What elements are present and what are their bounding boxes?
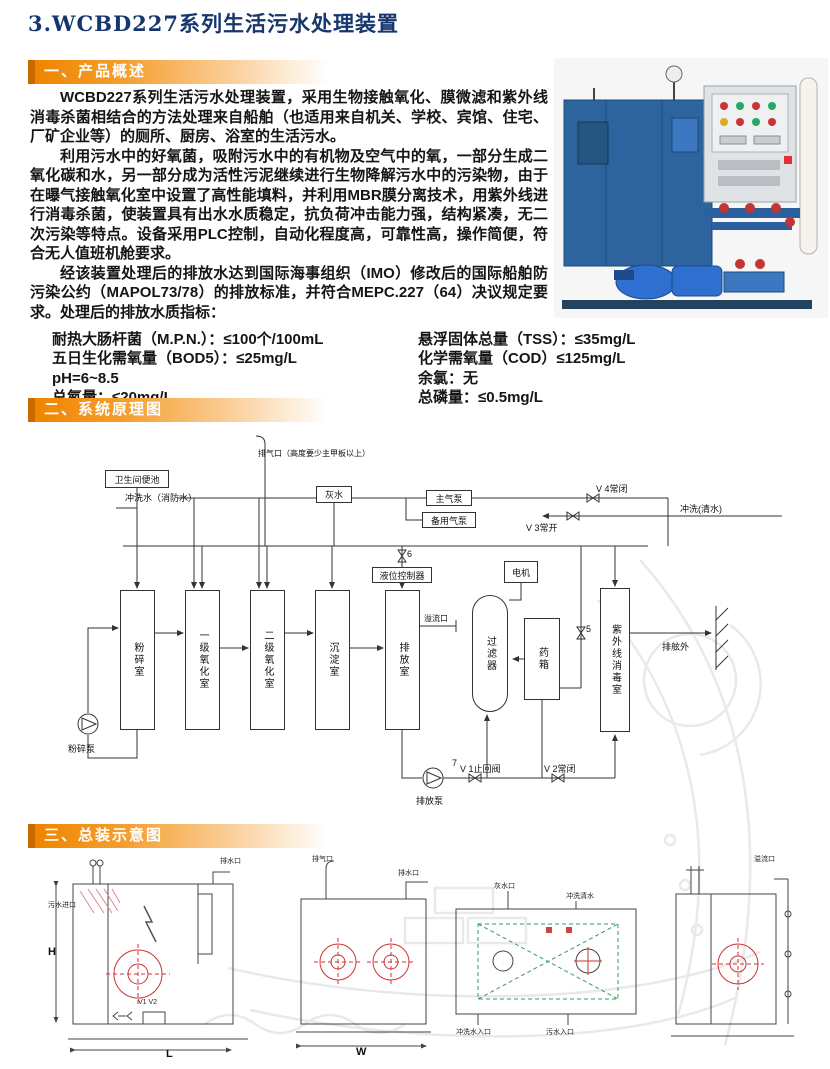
spec-ph: pH=6~8.5 xyxy=(52,369,119,387)
section2-header-banner: 二、系统原理图 xyxy=(28,398,800,422)
product-photo-graphic xyxy=(554,58,828,318)
level-controller-box: 液位控制器 xyxy=(372,567,432,583)
chamber-discharge-label: 排放室 xyxy=(397,642,408,678)
chamber-discharge: 排放室 xyxy=(385,590,420,730)
toilet-box: 卫生间便池 xyxy=(105,470,169,488)
valve1-label: V 1止回阀 xyxy=(460,764,501,774)
chamber-sedimentation-label: 沉淀室 xyxy=(327,642,338,678)
valve3-label: V 3常开 xyxy=(526,523,558,533)
main-air-pump-box: 主气泵 xyxy=(426,490,472,506)
dimension-l: L xyxy=(166,1048,173,1060)
product-photo xyxy=(554,58,828,318)
assembly-drawings: 排水口 污水进口 V1 V2 H L xyxy=(28,854,802,1064)
d1-outlet-label: 排水口 xyxy=(220,858,241,865)
dimension-w: W xyxy=(356,1046,367,1058)
d3-flush-inlet-label: 冲洗水入口 xyxy=(456,1029,491,1036)
chamber-crushing-label: 粉碎室 xyxy=(132,642,143,678)
assembly-end-view: 溢流口 xyxy=(656,854,802,1061)
backup-air-pump-label: 备用气泵 xyxy=(430,515,467,526)
spec-cod: 化学需氧量（COD）≤125mg/L xyxy=(418,350,626,368)
flush-clean-label: 冲洗(清水) xyxy=(680,504,722,514)
diagram-lines xyxy=(77,435,782,789)
flush-fire-water-label: 冲洗水（消防水） xyxy=(125,493,198,503)
motor-label: 电机 xyxy=(511,567,530,578)
assembly-top-view-lines xyxy=(455,891,637,1025)
medicine-box-label: 药箱 xyxy=(536,647,548,671)
chamber-oxidation-1: 一级氧化室 xyxy=(185,590,220,730)
gray-water-box: 灰水 xyxy=(316,486,352,503)
main-air-pump-label: 主气泵 xyxy=(435,493,463,504)
tag5-label: 5 xyxy=(586,624,592,634)
tag6-label: 6 xyxy=(407,549,413,559)
chamber-sedimentation: 沉淀室 xyxy=(315,590,350,730)
valve4-label: V 4常闭 xyxy=(596,484,628,494)
section1-title: 一、产品概述 xyxy=(44,63,147,80)
backup-air-pump-box: 备用气泵 xyxy=(422,512,476,528)
medicine-box: 药箱 xyxy=(524,618,560,700)
gray-water-label: 灰水 xyxy=(324,490,343,500)
page-title: 3.WCBD227系列生活污水处理装置 xyxy=(28,11,400,36)
section3-title: 三、总装示意图 xyxy=(44,827,164,844)
level-controller-label: 液位控制器 xyxy=(379,570,425,581)
assembly-top-view: 灰水口 冲洗清水 冲洗水入口 污水入口 xyxy=(448,879,643,1039)
d2-vent-label: 排气口 xyxy=(312,856,333,863)
spec-list-left: 耐热大肠杆菌（M.P.N.）：≤100个/100mL 五日生化需氧量（BOD5）… xyxy=(52,330,412,408)
assembly-front-view: 排气口 排水口 W xyxy=(276,854,446,1061)
overboard-label: 排舷外 xyxy=(662,642,690,652)
spec-mpn: 耐热大肠杆菌（M.P.N.）：≤100个/100mL xyxy=(52,331,324,348)
chamber-oxidation-2: 二级氧化室 xyxy=(250,590,285,730)
chamber-crushing: 粉碎室 xyxy=(120,590,155,730)
discharge-pump-label: 排放泵 xyxy=(416,796,444,806)
crush-pump-label: 粉碎泵 xyxy=(68,744,96,754)
uv-chamber-label: 紫外线消毒室 xyxy=(609,624,621,696)
section2-title: 二、系统原理图 xyxy=(44,401,164,418)
tag7-label: 7 xyxy=(452,758,458,768)
assembly-side-view: 排水口 污水进口 V1 V2 H L xyxy=(48,854,263,1061)
uv-disinfection-chamber: 紫外线消毒室 xyxy=(600,588,630,732)
d3-flush-label: 冲洗清水 xyxy=(566,893,594,900)
paragraph-3: 经该装置处理后的排放水达到国际海事组织（IMO）修改后的国际船舶防污染公约（MA… xyxy=(30,264,548,321)
toilet-label: 卫生间便池 xyxy=(114,474,160,485)
d1-inlet-label: 污水进口 xyxy=(48,902,76,909)
section3-header-banner: 三、总装示意图 xyxy=(28,824,800,848)
vent-note-label: 排气口（高度要少主甲板以上） xyxy=(258,449,370,458)
spec-chlorine: 余氯：无 xyxy=(418,369,479,387)
dimension-h: H xyxy=(48,946,56,958)
chamber-oxidation-1-label: 一级氧化室 xyxy=(197,630,208,690)
assembly-side-view-lines xyxy=(53,859,248,1053)
d2-outlet-label: 排水口 xyxy=(398,870,419,877)
spec-list-right: 悬浮固体总量（TSS）：≤35mg/L 化学需氧量（COD）≤125mg/L 余… xyxy=(418,330,808,408)
d3-graywater-label: 灰水口 xyxy=(494,883,515,890)
assembly-front-view-lines xyxy=(296,860,431,1049)
overview-text: WCBD227系列生活污水处理装置，采用生物接触氧化、膜微滤和紫外线消毒杀菌相结… xyxy=(30,88,548,322)
paragraph-2: 利用污水中的好氧菌，吸附污水中的有机物及空气中的氧，一部分生成二氧化碳和水，另一… xyxy=(30,147,548,263)
spec-bod5: 五日生化需氧量（BOD5）：≤25mg/L xyxy=(52,350,297,368)
motor-box: 电机 xyxy=(504,561,538,583)
d1-valves-label: V1 V2 xyxy=(138,999,158,1006)
filter-label: 过滤器 xyxy=(484,635,496,672)
d3-sewage-inlet-label: 污水入口 xyxy=(546,1029,574,1036)
process-flow-diagram: 卫生间便池 灰水 主气泵 备用气泵 液位控制器 电机 粉碎室 一级氧化室 二级氧… xyxy=(28,428,802,818)
valve2-label: V 2常闭 xyxy=(544,764,576,774)
filter-vessel: 过滤器 xyxy=(472,595,508,712)
d4-overflow-label: 溢流口 xyxy=(754,856,775,863)
overflow-label: 溢流口 xyxy=(424,614,448,623)
chamber-oxidation-2-label: 二级氧化室 xyxy=(262,630,273,690)
paragraph-1: WCBD227系列生活污水处理装置，采用生物接触氧化、膜微滤和紫外线消毒杀菌相结… xyxy=(30,89,548,145)
assembly-end-view-lines xyxy=(671,866,794,1037)
spec-tss: 悬浮固体总量（TSS）：≤35mg/L xyxy=(418,331,636,348)
